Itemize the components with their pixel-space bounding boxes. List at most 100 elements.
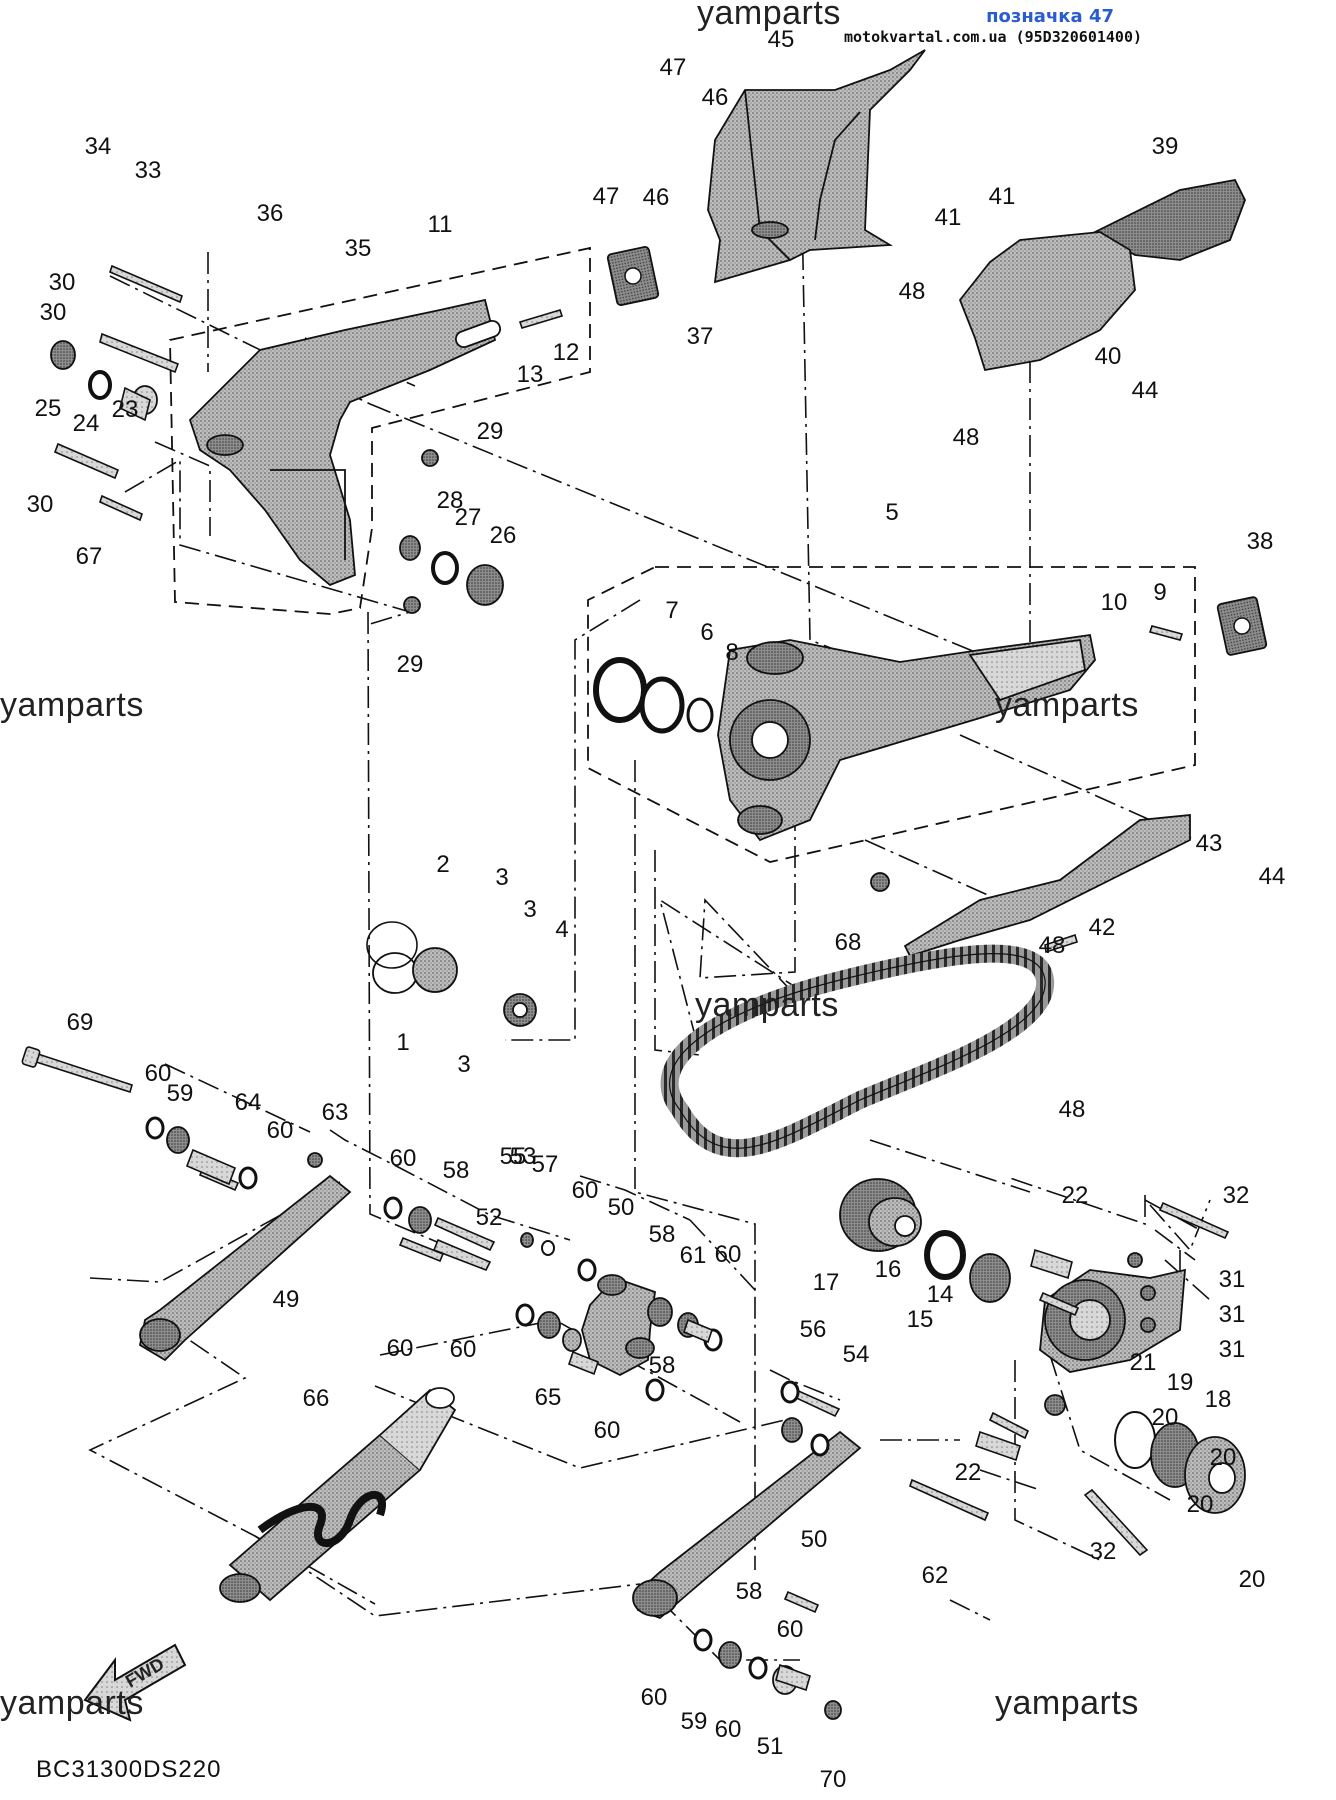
part-number-label: 19 <box>1167 1369 1194 1396</box>
part-number-label: 52 <box>476 1204 503 1231</box>
part-number-label: 48 <box>1039 932 1066 959</box>
part-number-label: 58 <box>736 1578 763 1605</box>
shock-66 <box>219 1387 457 1603</box>
part-number-label: 6 <box>700 619 713 646</box>
part-number-label: 7 <box>665 597 678 624</box>
fwd-arrow: FWD <box>83 1643 187 1722</box>
part-number-label: 12 <box>553 339 580 366</box>
part-number-label: 38 <box>1247 528 1274 555</box>
part-number-label: 33 <box>135 157 162 184</box>
part-number-label: 56 <box>800 1316 827 1343</box>
group-outlines <box>169 246 1196 863</box>
part-number-label: 22 <box>955 1459 982 1486</box>
part-number-label: 10 <box>1101 589 1128 616</box>
part-number-label: 8 <box>725 639 738 666</box>
rear-flap-39 <box>958 178 1246 372</box>
part-number-label: 60 <box>267 1117 294 1144</box>
part-number-label: 64 <box>235 1089 262 1116</box>
bearing-15 <box>969 1253 1011 1303</box>
part-number-label: 43 <box>1196 830 1223 857</box>
part-number-label: 60 <box>777 1616 804 1643</box>
part-number-label: 23 <box>112 396 139 423</box>
part-number-label: 42 <box>1089 914 1116 941</box>
part-number-label: 48 <box>899 278 926 305</box>
part-number-label: 53 <box>510 1143 537 1170</box>
bolts <box>21 264 1230 1614</box>
part-number-label: 48 <box>1059 1096 1086 1123</box>
part-number-label: 30 <box>40 299 67 326</box>
part-number-label: 20 <box>1152 1404 1179 1431</box>
part-number-label: 29 <box>397 651 424 678</box>
part-number-label: 51 <box>757 1733 784 1760</box>
part-number-label: 31 <box>1219 1266 1246 1293</box>
part-number-label: 14 <box>927 1281 954 1308</box>
part-number-label: 31 <box>1219 1301 1246 1328</box>
part-number-label: 3 <box>523 896 536 923</box>
hub-14 <box>1039 1268 1186 1373</box>
part-number-label: 63 <box>322 1099 349 1126</box>
part-number-label: 50 <box>801 1526 828 1553</box>
watermark: yamparts <box>697 0 841 32</box>
part-number-label: 30 <box>49 269 76 296</box>
circlip-21 <box>1114 1411 1156 1469</box>
part-number-label: 32 <box>1090 1538 1117 1565</box>
part-number-label: 60 <box>387 1335 414 1362</box>
part-number-label: 11 <box>428 211 453 238</box>
part-number-label: 67 <box>76 543 103 570</box>
washers-bushes <box>50 340 1156 1720</box>
washer-16 <box>924 1230 966 1280</box>
watermark: yamparts <box>0 1684 144 1722</box>
part-number-label: 27 <box>455 504 482 531</box>
bearing-18 <box>1184 1436 1246 1514</box>
watermark: yamparts <box>695 986 839 1024</box>
part-number-label: 58 <box>649 1221 676 1248</box>
part-number-label: 21 <box>1130 1349 1157 1376</box>
part-number-label: 29 <box>477 418 504 445</box>
part-number-label: 17 <box>813 1269 840 1296</box>
part-number-label: 31 <box>1219 1336 1246 1363</box>
swingarm-5 <box>717 633 1096 842</box>
drive-belt-49 <box>660 944 1055 1158</box>
part-number-label: 22 <box>1062 1182 1089 1209</box>
part-number-label: 60 <box>572 1177 599 1204</box>
part-number-label: 61 <box>680 1242 707 1269</box>
diagram-code: BC31300DS220 <box>36 1756 222 1783</box>
part-number-label: 25 <box>35 395 62 422</box>
part-number-label: 24 <box>73 410 100 437</box>
relay-arm-51 <box>581 1274 656 1377</box>
part-number-label: 18 <box>1205 1386 1232 1413</box>
part-number-label: 39 <box>1152 133 1179 160</box>
part-number-label: 4 <box>555 916 568 943</box>
part-number-label: 69 <box>67 1009 94 1036</box>
part-number-label: 20 <box>1187 1491 1214 1518</box>
part-number-label: 44 <box>1259 863 1286 890</box>
spacers <box>119 386 1073 1692</box>
mudguard-42 <box>903 814 1191 958</box>
part-number-label: 60 <box>390 1145 417 1172</box>
inner-fender-45 <box>707 49 926 284</box>
part-number-label: 60 <box>641 1684 668 1711</box>
watermark: yamparts <box>0 686 144 724</box>
part-number-label: 15 <box>907 1306 934 1333</box>
part-number-label: 32 <box>1223 1182 1250 1209</box>
part-number-label: 57 <box>532 1151 559 1178</box>
link-50-upper <box>138 1174 352 1362</box>
part-number-label: 28 <box>437 487 464 514</box>
part-number-label: 3 <box>495 864 508 891</box>
part-number-label: 45 <box>768 26 795 53</box>
pulley-17 <box>839 1178 922 1252</box>
part-number-label: 60 <box>594 1417 621 1444</box>
part-number-label: 2 <box>436 851 449 878</box>
part-number-label: 35 <box>345 235 372 262</box>
header-label: позначка 47 <box>986 6 1114 27</box>
part-number-label: 48 <box>953 424 980 451</box>
part-number-label: 26 <box>490 522 517 549</box>
part-number-label: 68 <box>835 929 862 956</box>
part-number-label: 70 <box>820 1766 847 1793</box>
header-source: motokvartal.com.ua (95D320601400) <box>843 28 1142 46</box>
watermark: yamparts <box>995 686 1139 724</box>
part-number-label: 62 <box>922 1562 949 1589</box>
part-number-label: 58 <box>649 1352 676 1379</box>
part-number-label: 30 <box>27 491 54 518</box>
